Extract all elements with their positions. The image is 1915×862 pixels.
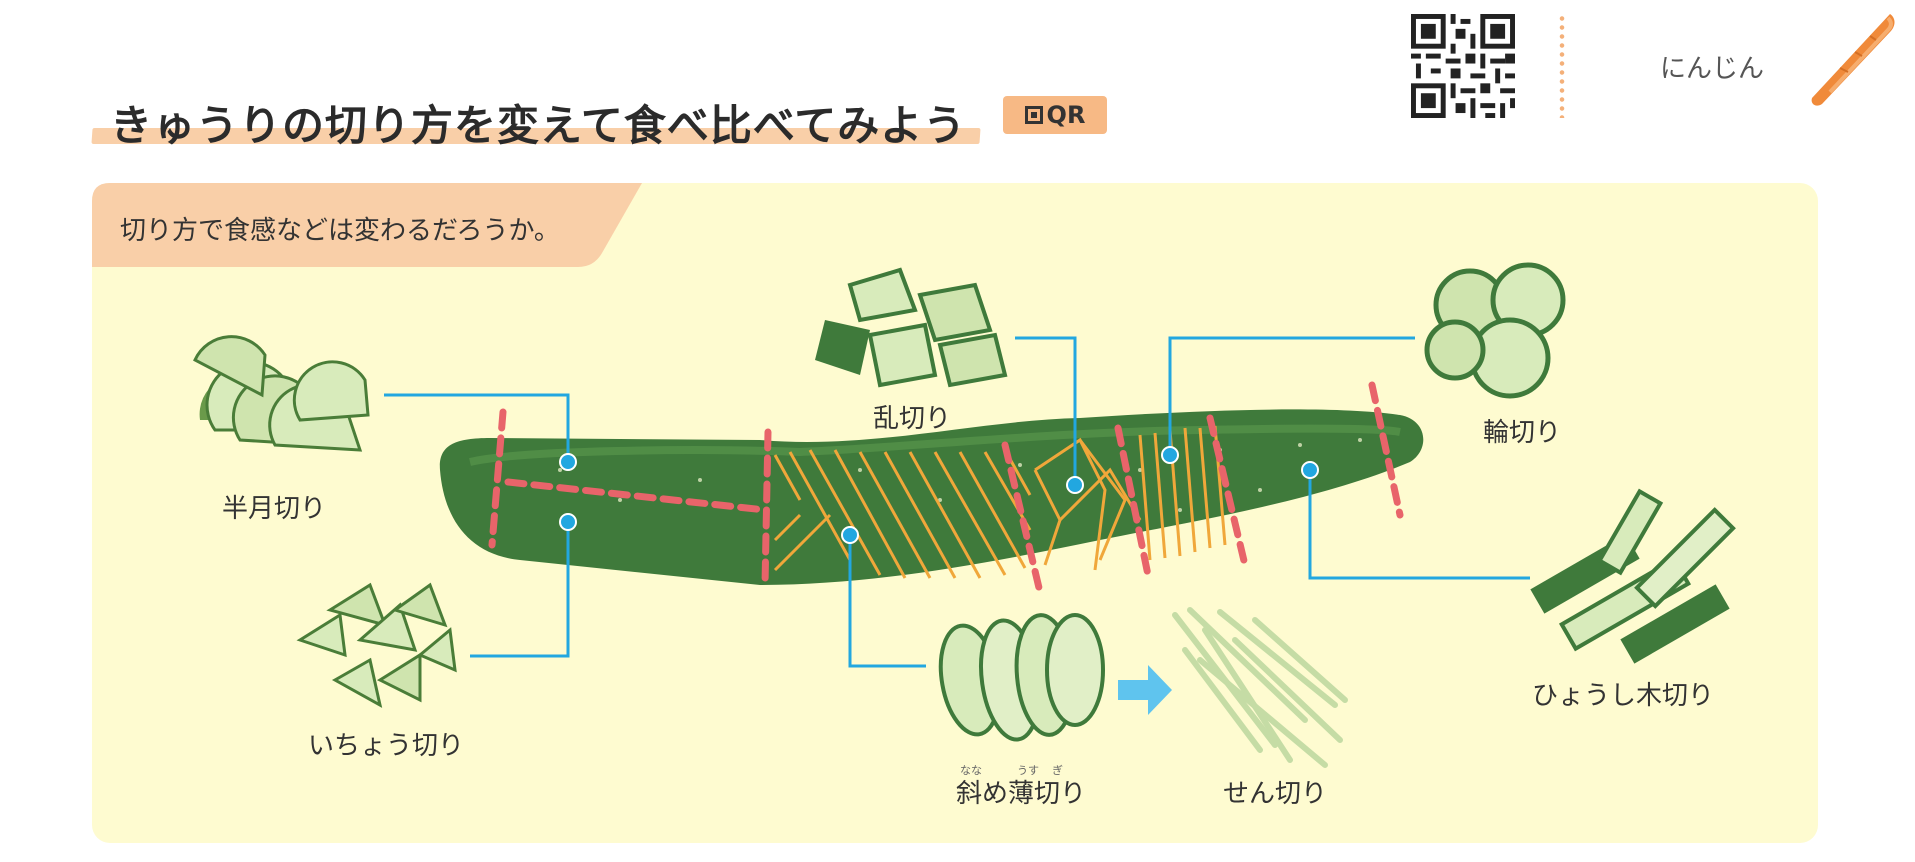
question-text: 切り方で食感などは変わるだろうか。 xyxy=(120,216,560,246)
leader-lines xyxy=(384,336,1530,668)
qr-mini-icon xyxy=(1024,106,1043,124)
label-wa: 輪切り xyxy=(1483,418,1562,448)
sen-pieces xyxy=(1172,607,1348,768)
label-hyoshigi: ひょうし木切り xyxy=(1532,681,1715,711)
naname-pieces xyxy=(938,613,1105,742)
qr-badge[interactable]: QR xyxy=(1003,96,1107,134)
hyoshigi-pieces xyxy=(1530,488,1736,664)
label-hangetsu: 半月切り xyxy=(222,494,327,524)
label-icho: いちょう切り xyxy=(308,731,465,761)
label-ran: 乱切り xyxy=(873,404,952,434)
question-tab xyxy=(92,183,642,267)
carrot-icon xyxy=(1811,14,1895,106)
wa-pieces xyxy=(1424,262,1566,399)
leader-dots xyxy=(559,446,1319,544)
header-divider xyxy=(1559,14,1565,118)
arrow-right-icon xyxy=(1118,665,1172,715)
label-naname: 斜め薄切り xyxy=(956,779,1087,809)
cucumber xyxy=(439,409,1424,585)
icho-pieces xyxy=(296,582,457,708)
qr-code-icon[interactable] xyxy=(1411,14,1515,118)
hangetsu-pieces xyxy=(193,335,370,452)
red-cut-lines xyxy=(488,381,1404,596)
naname-hatch xyxy=(773,449,1032,579)
subject-label: にんじん xyxy=(1660,54,1765,84)
ruby-naname-3: ぎ xyxy=(1052,764,1063,777)
ran-pieces xyxy=(815,267,1008,388)
qr-badge-label: QR xyxy=(1046,101,1086,129)
page-title: きゅうりの切り方を変えて食べ比べてみよう xyxy=(110,101,967,150)
ruby-naname-1: なな xyxy=(960,764,982,777)
ruby-naname-2: うす xyxy=(1017,764,1039,777)
wa-lines xyxy=(1138,425,1227,561)
ran-zigzag xyxy=(1033,437,1142,571)
label-sen: せん切り xyxy=(1223,779,1328,809)
